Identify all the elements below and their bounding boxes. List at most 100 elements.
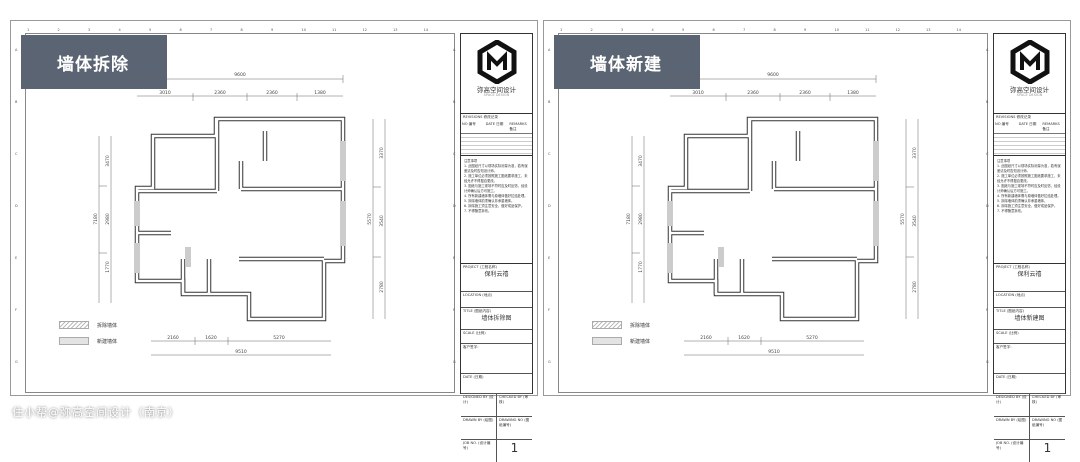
note-line: 1. 此图纸尺寸以现场实际测量为准，若有误差请及时告知设计师。 (997, 164, 1061, 173)
dot-swatch (59, 337, 89, 345)
grid-col-label: 11 (865, 28, 869, 32)
grid-col-label: 5 (149, 28, 151, 32)
dot-swatch (592, 337, 622, 345)
title-field: TITLE (图纸内容)墙体新建图 (994, 308, 1065, 330)
grid-row-label: C (15, 152, 18, 156)
col-date: DATE 日期 (1018, 122, 1037, 126)
job-no: JOB NO. (设计编号) (461, 440, 497, 462)
grid-col-label: 3 (621, 28, 623, 32)
title-block: 弥高空间设计 SPACE DESIGN REVISIONS 修改记录 NO 编号… (993, 33, 1066, 462)
drawing-no: DRAWING NO (图纸编号) (499, 418, 530, 427)
dim-bottom: 2160 (167, 335, 179, 341)
grid-row-label: A (548, 48, 551, 52)
grid-row-label: E (986, 256, 988, 260)
grid-row-label: D (548, 204, 551, 208)
project-field: PROJECT (工程名称)保利云禧 (461, 264, 532, 292)
company-name: 弥高空间设计 (477, 86, 516, 94)
legend-label: 新建墙体 (97, 338, 118, 345)
project-field: PROJECT (工程名称)保利云禧 (994, 264, 1065, 292)
dim-top: 3010 (692, 90, 704, 96)
drawing-title: 墙体拆除图 (481, 315, 512, 322)
dim-bottom: 2160 (700, 335, 712, 341)
dim-bottom: 1620 (738, 335, 750, 341)
note-line: 3. 图纸与施工现场不符时应及时反馈，经设计师确认后方可施工。 (464, 184, 528, 193)
dim-left: 2980 (638, 213, 644, 225)
legend-new: 新建墙体 (592, 337, 650, 345)
grid-col-label: 6 (180, 28, 182, 32)
dim-right-total: 5570 (900, 213, 906, 225)
grid-row-label: B (453, 100, 456, 104)
page-number: 1 (510, 441, 519, 455)
grid-row-label: B (986, 100, 989, 104)
dim-left-total: 7180 (93, 213, 99, 225)
label: DATE (日期) (463, 375, 484, 379)
grid-row-label: B (548, 100, 551, 104)
label: PROJECT (工程名称) (996, 265, 1030, 269)
dim-left-total: 7180 (626, 213, 632, 225)
grid-col-label: 13 (926, 28, 930, 32)
company-name-en: SPACE DESIGN (1016, 93, 1043, 97)
col-date: DATE 日期 (485, 122, 504, 126)
dim-right: 3540 (379, 215, 385, 227)
company-logo: 弥高空间设计 SPACE DESIGN (461, 34, 532, 114)
company-name-en: SPACE DESIGN (483, 93, 510, 97)
drawing-no: DRAWING NO (图纸编号) (1032, 418, 1063, 427)
grid-row-label: F (15, 308, 17, 312)
title-block: 弥高空间设计 SPACE DESIGN REVISIONS 修改记录 NO 编号… (460, 33, 533, 462)
grid-row-label: C (986, 152, 989, 156)
grid-col-label: 6 (713, 28, 715, 32)
grid-col-label: 2 (58, 28, 60, 32)
grid-col-label: 1 (560, 28, 562, 32)
dim-bottom-total: 9510 (768, 349, 780, 355)
grid-col-label: 7 (210, 28, 212, 32)
dim-bottom: 1620 (205, 335, 217, 341)
grid-col-label: 5 (682, 28, 684, 32)
watermark: 住小帮@弥高空间设计（南京） (12, 406, 180, 419)
sheet-title-banner: 墙体新建 (554, 35, 700, 89)
grid-col-label: 12 (363, 28, 367, 32)
note-line: 1. 此图纸尺寸以现场实际测量为准，若有误差请及时告知设计师。 (464, 164, 528, 173)
client-field: 客户签字: (994, 344, 1065, 374)
grid-row-label: F (453, 308, 455, 312)
page-number: 1 (1043, 441, 1052, 455)
hatch-swatch (59, 321, 89, 329)
note-line: 6. 拆除施工须注意安全，做好成品保护。 (464, 204, 525, 208)
grid-col-label: 4 (119, 28, 122, 32)
note-line: 5. 拆除墙体前须确认非承重墙体。 (997, 199, 1048, 203)
dim-bottom: 5270 (273, 335, 285, 341)
grid-row-label: A (986, 48, 989, 52)
project-name: 保利云禧 (484, 271, 509, 278)
dim-bottom-total: 9510 (235, 349, 247, 355)
col-remarks: REMARKS 备注 (1042, 122, 1060, 131)
sheet-title-banner: 墙体拆除 (21, 35, 167, 89)
dim-top: 3010 (159, 90, 171, 96)
grid-col-label: 14 (424, 28, 429, 32)
drawing-frame (558, 33, 988, 393)
dim-top: 1380 (847, 90, 859, 96)
walls (667, 116, 879, 322)
drawing-title: 墙体新建图 (1014, 315, 1045, 322)
grid-col-label: 11 (332, 28, 336, 32)
hatch-swatch (592, 321, 622, 329)
grid-row-label: A (15, 48, 18, 52)
dim-top-total: 9600 (234, 72, 246, 78)
dim-left: 2980 (105, 213, 111, 225)
dim-bottom: 5270 (806, 335, 818, 341)
legend-label: 拆除墙体 (97, 322, 118, 329)
dim-top: 2360 (799, 90, 811, 96)
grid-row-label: D (453, 204, 456, 208)
grid-row-label: C (548, 152, 551, 156)
legend-label: 拆除墙体 (630, 322, 651, 329)
grid-row-label: E (548, 256, 550, 260)
grid-col-label: 10 (835, 28, 839, 32)
job-no: JOB NO. (设计编号) (994, 440, 1030, 462)
col-no: NO 编号 (462, 122, 476, 126)
note-line: 2. 施工单位必须按照施工图纸要求施工，未经允许不得擅自更改。 (464, 174, 528, 183)
hexagon-logo-icon (477, 39, 516, 85)
grid-row-label: D (986, 204, 989, 208)
dim-top: 1380 (314, 90, 326, 96)
location-field: LOCATION (地点) (461, 292, 532, 308)
